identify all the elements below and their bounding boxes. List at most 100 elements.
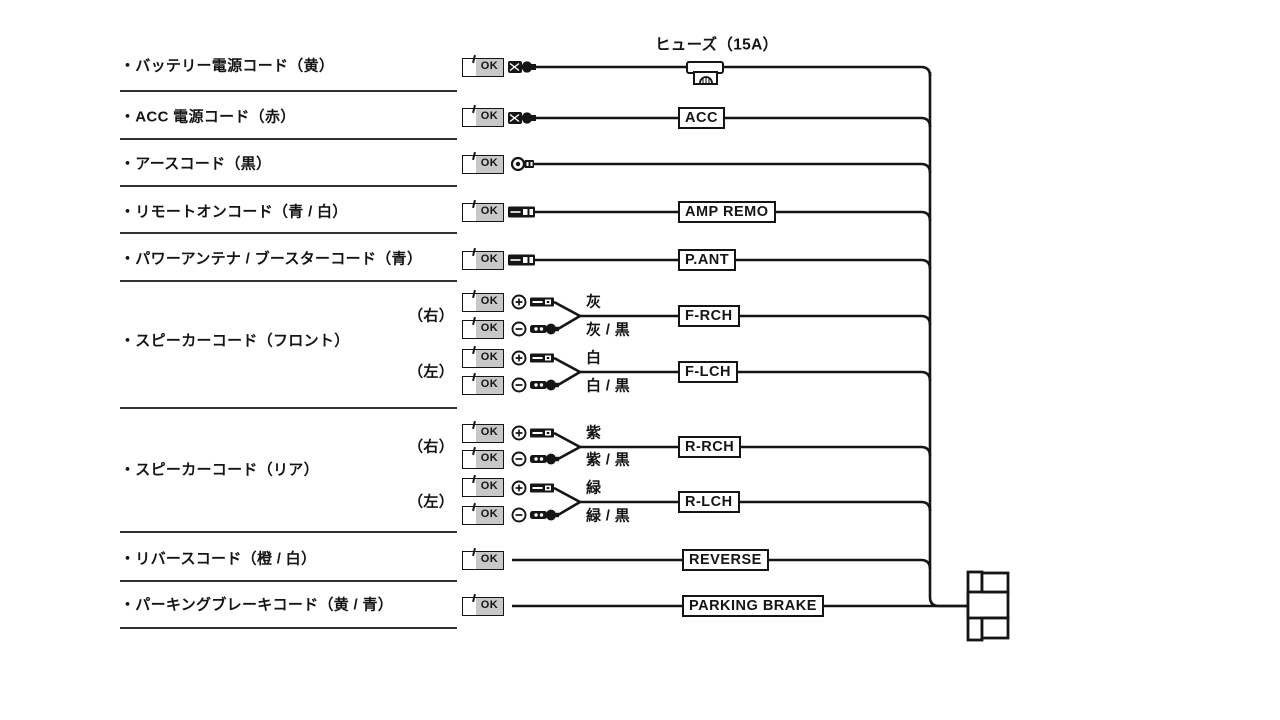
ok-checkbox-rear-left-minus: OK (462, 502, 504, 525)
speaker-minus-connector-icon (530, 379, 559, 391)
front-right-wire (580, 314, 932, 326)
speaker-minus-connector-icon (530, 453, 559, 465)
main-bus-wire (928, 72, 968, 608)
wire-tag-amp-remo: AMP REMO (678, 201, 776, 223)
check-cell (463, 451, 476, 468)
check-cell (463, 425, 476, 442)
rear-left-plus-stub (553, 486, 581, 504)
check-cell (463, 350, 476, 367)
front-right-side-label: （右） (408, 307, 454, 325)
check-cell (463, 598, 476, 615)
rear-left-minus-stub (557, 500, 581, 517)
speaker-minus-connector-icon (530, 509, 559, 521)
plus-icon (511, 294, 527, 310)
wire-tag-f-rch: F-RCH (678, 305, 740, 327)
wire-color-front-left-plus: 白 (586, 349, 602, 367)
ok-checkbox-reverse: OK (462, 547, 504, 570)
wire-color-rear-right-plus: 紫 (586, 424, 602, 442)
check-cell (463, 507, 476, 524)
speaker-plus-connector-icon (530, 428, 554, 438)
front-right-plus-stub (553, 300, 581, 318)
wire-color-front-right-minus: 灰 / 黒 (586, 321, 631, 339)
label-reverse-cord: ・リバースコード（橙 / 白） (120, 550, 317, 568)
label-front-speaker-cord: ・スピーカーコード（フロント） (120, 332, 350, 350)
crimp-connector-icon (507, 111, 537, 125)
plus-icon (511, 425, 527, 441)
fuse-label: ヒューズ（15A） (655, 36, 779, 54)
check-cell (463, 321, 476, 338)
minus-icon (511, 321, 527, 337)
rear-right-wire (580, 445, 932, 457)
front-left-side-label: （左） (408, 363, 454, 381)
label-remote-on-cord: ・リモートオンコード（青 / 白） (120, 203, 348, 221)
front-left-minus-stub (557, 370, 581, 387)
minus-icon (511, 507, 527, 523)
wire-tag-parking-brake: PARKING BRAKE (682, 595, 824, 617)
speaker-minus-connector-icon (530, 323, 559, 335)
check-cell (463, 109, 476, 126)
ok-checkbox-battery: OK (462, 54, 504, 77)
wire-color-rear-right-minus: 紫 / 黒 (586, 451, 631, 469)
crimp-connector-icon (507, 60, 537, 74)
rear-right-plus-stub (553, 431, 581, 449)
ok-checkbox-front-right-minus: OK (462, 316, 504, 339)
acc-wire (536, 116, 932, 128)
speaker-plus-connector-icon (530, 353, 554, 363)
ok-checkbox-parking-brake: OK (462, 593, 504, 616)
speaker-plus-connector-icon (530, 297, 554, 307)
ok-checkbox-acc: OK (462, 104, 504, 127)
label-power-antenna-cord: ・パワーアンテナ / ブースターコード（青） (120, 250, 423, 268)
wire-tag-f-lch: F-LCH (678, 361, 738, 383)
ok-checkbox-front-right-plus: OK (462, 289, 504, 312)
wire-tag-acc: ACC (678, 107, 725, 129)
harness-connector-icon (966, 570, 1010, 642)
ground-wire (534, 162, 932, 174)
check-cell (463, 252, 476, 269)
front-right-minus-stub (557, 314, 581, 331)
ok-checkbox-power-antenna: OK (462, 247, 504, 270)
ok-checkbox-remote: OK (462, 199, 504, 222)
rear-right-side-label: （右） (408, 438, 454, 456)
fuse-icon (686, 61, 724, 85)
front-left-plus-stub (553, 356, 581, 374)
section-divider-lines (120, 90, 457, 629)
minus-icon (511, 377, 527, 393)
speaker-plus-connector-icon (530, 483, 554, 493)
minus-icon (511, 451, 527, 467)
spade-connector-icon (508, 206, 535, 218)
label-rear-speaker-cord: ・スピーカーコード（リア） (120, 461, 319, 479)
wires (512, 65, 968, 608)
label-ground-cord: ・アースコード（黒） (120, 155, 272, 173)
check-cell (463, 204, 476, 221)
label-parking-brake-cord: ・パーキングブレーキコード（黄 / 青） (120, 596, 394, 614)
front-left-wire (580, 370, 932, 382)
ok-checkbox-rear-left-plus: OK (462, 474, 504, 497)
battery-wire (536, 65, 932, 77)
ring-terminal-icon (510, 156, 536, 172)
wire-color-front-left-minus: 白 / 黒 (586, 377, 631, 395)
wire-tag-reverse: REVERSE (682, 549, 769, 571)
ok-checkbox-front-left-plus: OK (462, 345, 504, 368)
spade-connector-icon (508, 254, 535, 266)
rear-left-side-label: （左） (408, 493, 454, 511)
wire-tag-r-lch: R-LCH (678, 491, 740, 513)
rear-left-wire (580, 500, 932, 512)
wire-color-front-right-plus: 灰 (586, 293, 602, 311)
ok-checkbox-front-left-minus: OK (462, 372, 504, 395)
wire-tag-r-rch: R-RCH (678, 436, 742, 458)
wire-tag-p-ant: P.ANT (678, 249, 737, 271)
wire-color-rear-left-plus: 緑 (586, 479, 602, 497)
check-cell (463, 552, 476, 569)
wire-color-rear-left-minus: 緑 / 黒 (586, 507, 631, 525)
ok-checkbox-rear-right-minus: OK (462, 446, 504, 469)
check-cell (463, 377, 476, 394)
ok-checkbox-ground: OK (462, 151, 504, 174)
label-battery-cord: ・バッテリー電源コード（黄） (120, 57, 335, 75)
check-cell (463, 156, 476, 173)
label-acc-cord: ・ACC 電源コード（赤） (120, 108, 296, 126)
plus-icon (511, 350, 527, 366)
ok-checkbox-rear-right-plus: OK (462, 420, 504, 443)
check-cell (463, 59, 476, 76)
